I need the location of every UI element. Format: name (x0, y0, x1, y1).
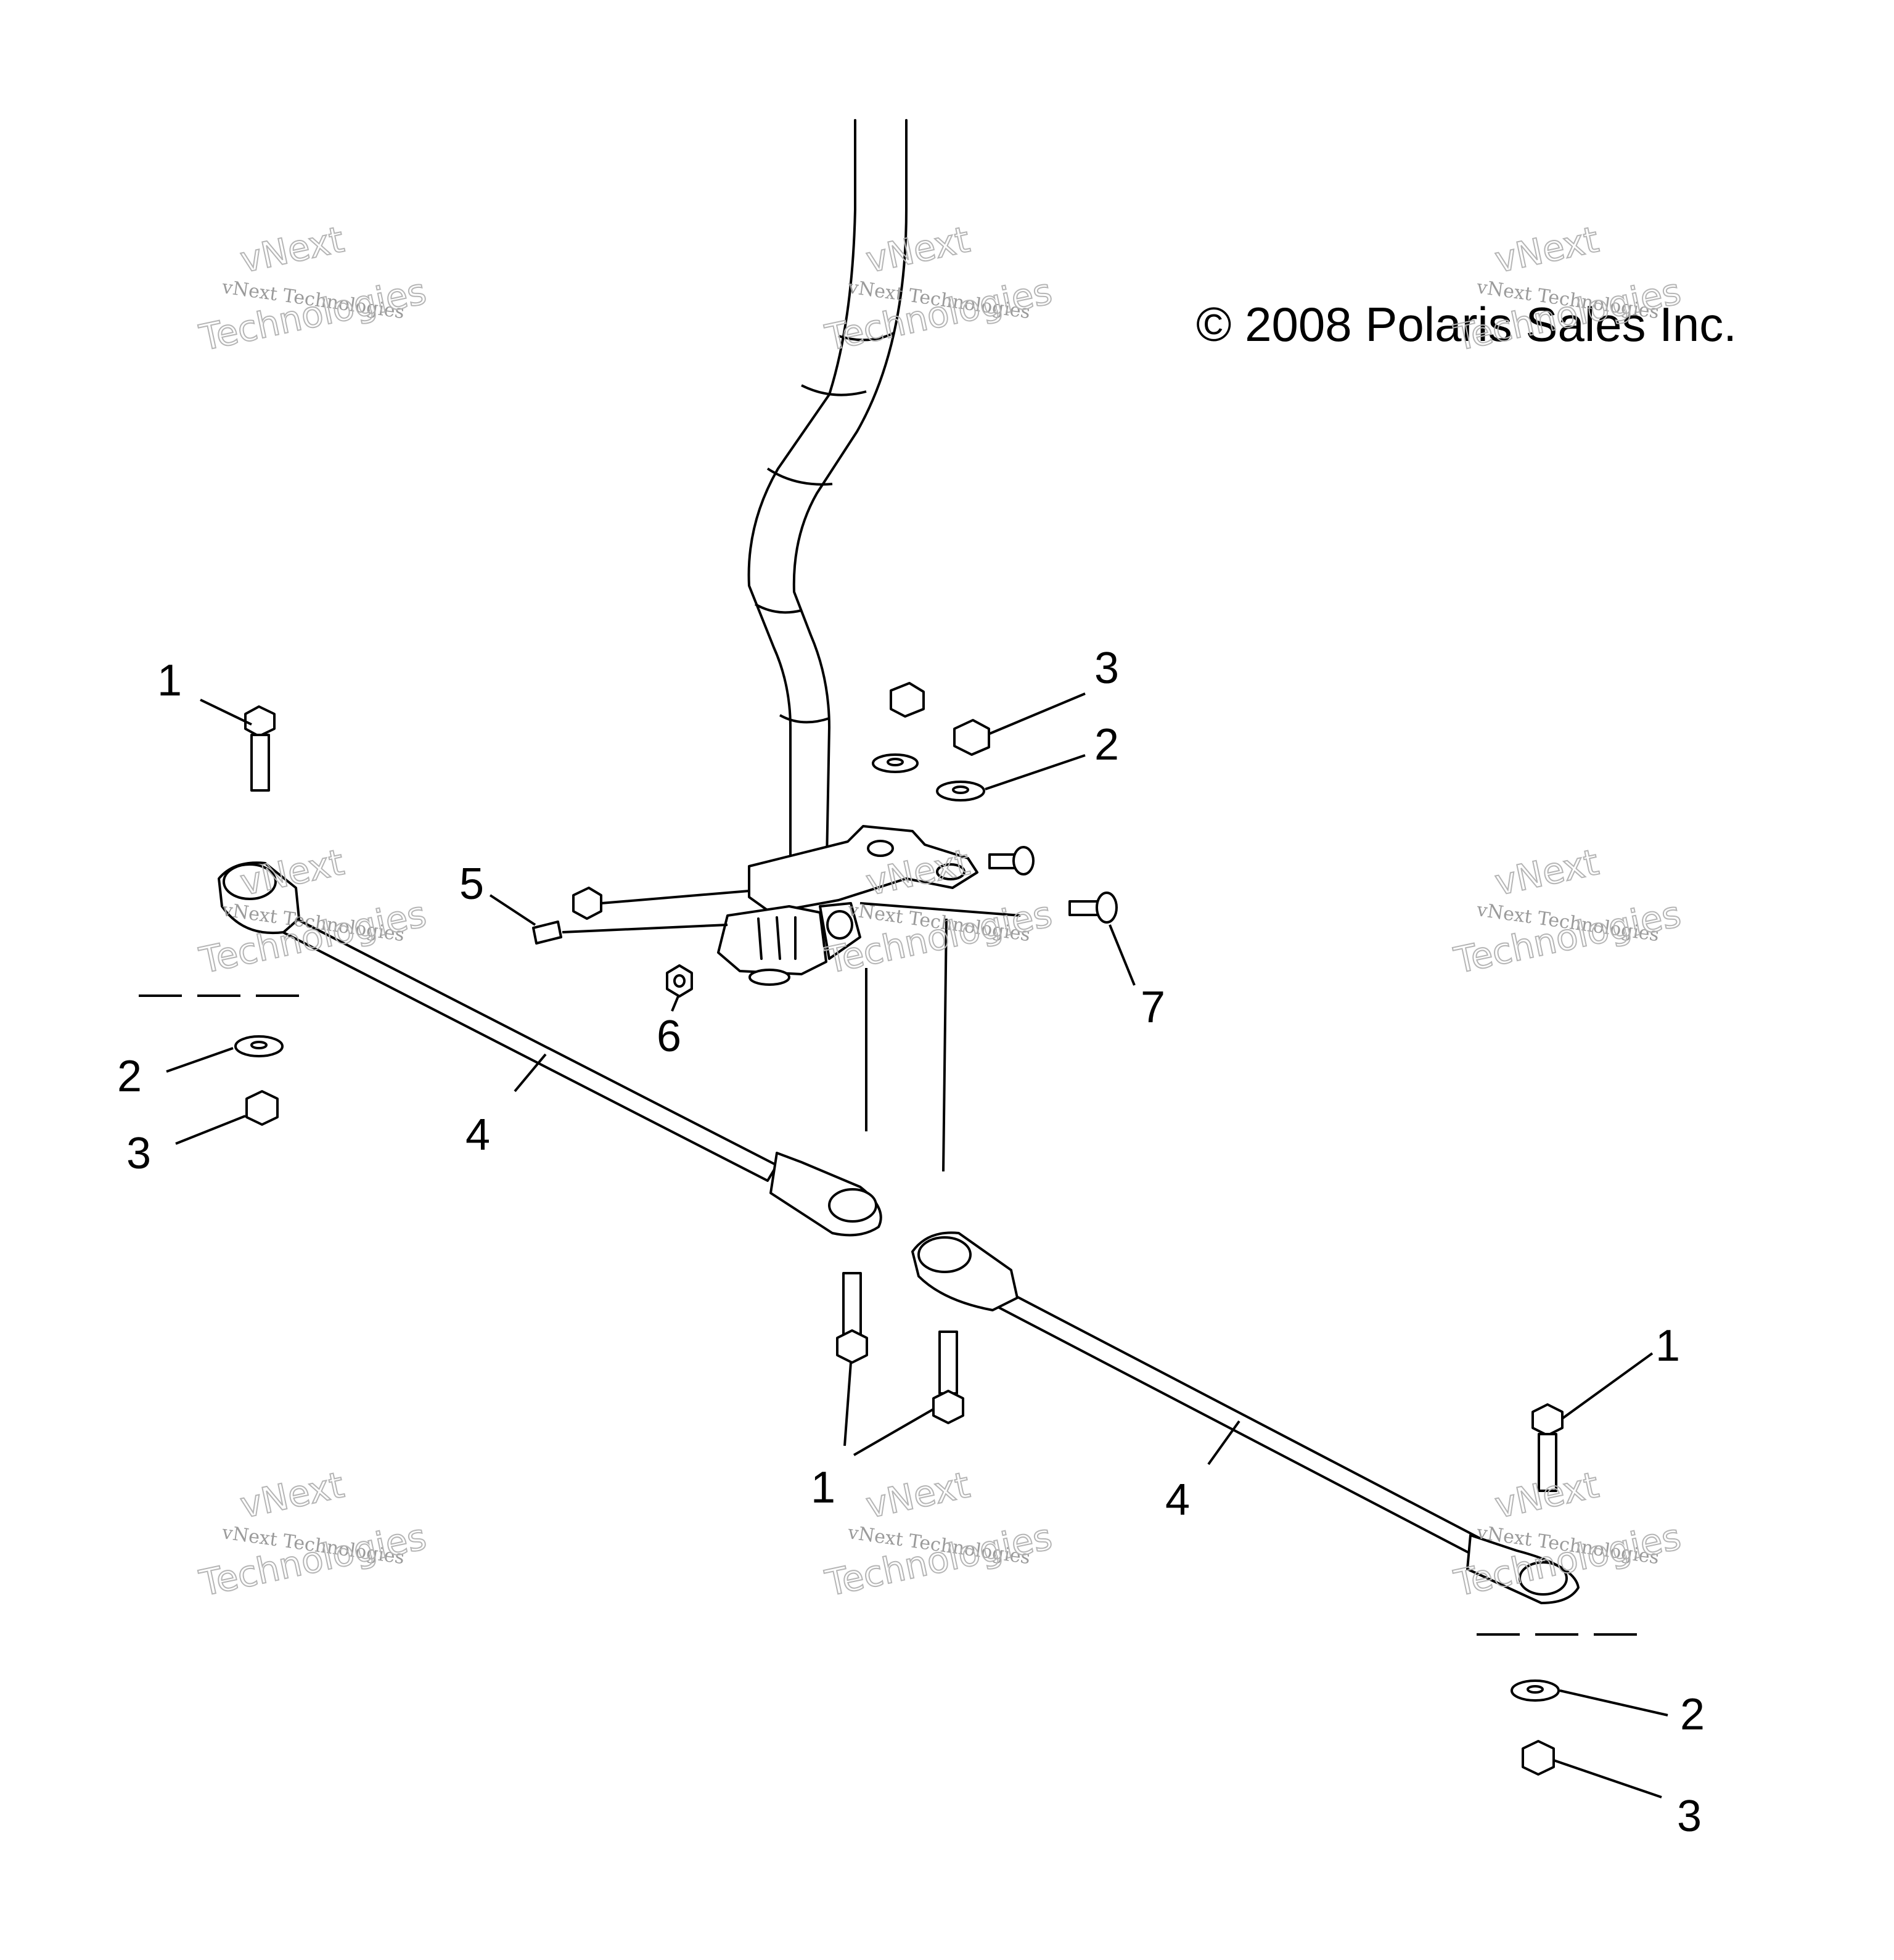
tie-rod-right (911, 1231, 1580, 1604)
steering-bracket (717, 825, 978, 986)
bracket-hardware (532, 682, 1118, 998)
svg-text:vNext: vNext (237, 1464, 348, 1527)
callout-3-left: 3 (126, 1129, 151, 1178)
svg-text:vNext: vNext (1491, 218, 1602, 281)
svg-text:vNext: vNext (863, 1464, 974, 1527)
callout-3-bottom-right: 3 (1677, 1792, 1702, 1841)
svg-text:vNext: vNext (1491, 1464, 1602, 1527)
callout-1-top-left: 1 (157, 656, 182, 705)
leader-lines (166, 692, 1668, 1798)
nut-3-bottom-right (1522, 1740, 1555, 1776)
bolt-top-right (988, 846, 1035, 875)
callout-2-bottom-right: 2 (1680, 1690, 1705, 1739)
bolt-7 (1068, 892, 1118, 924)
bolt-1-center-b (932, 1331, 964, 1424)
callout-2-top-right: 2 (1094, 720, 1119, 769)
callout-5: 5 (459, 859, 484, 909)
watermark-mid-left: vNext vNext Technologies Technologies (195, 840, 431, 982)
callout-1-center: 1 (811, 1463, 835, 1512)
copyright-text: © 2008 Polaris Sales Inc. (1196, 297, 1737, 351)
lock-nut-top (890, 682, 925, 718)
callout-6: 6 (657, 1012, 681, 1061)
bolt-1-top-left (244, 705, 276, 792)
callout-4-left: 4 (465, 1110, 490, 1160)
callout-1-right: 1 (1655, 1321, 1680, 1371)
tie-rod-left (218, 861, 882, 1237)
watermark-mid-right: vNext vNext Technologies Technologies (1450, 840, 1686, 982)
nut-3-left (245, 1090, 279, 1126)
bolt-1-right (1531, 1403, 1564, 1492)
watermark-bottom-left: vNext vNext Technologies Technologies (195, 1463, 431, 1605)
callout-4-right: 4 (1165, 1475, 1190, 1525)
lock-nut-3-top-right (953, 719, 990, 756)
bolt-1-center-a (836, 1272, 868, 1364)
callout-2-left: 2 (117, 1052, 142, 1101)
callout-3-top-right: 3 (1094, 644, 1119, 693)
watermark-top-left: vNext vNext Technologies Technologies (195, 218, 431, 359)
callout-7: 7 (1141, 983, 1165, 1032)
svg-text:vNext: vNext (1491, 841, 1602, 904)
watermark-bottom-center: vNext vNext Technologies Technologies (821, 1463, 1057, 1605)
svg-text:vNext: vNext (237, 218, 348, 281)
nut-5 (572, 887, 602, 920)
setscrew-5 (532, 921, 562, 945)
